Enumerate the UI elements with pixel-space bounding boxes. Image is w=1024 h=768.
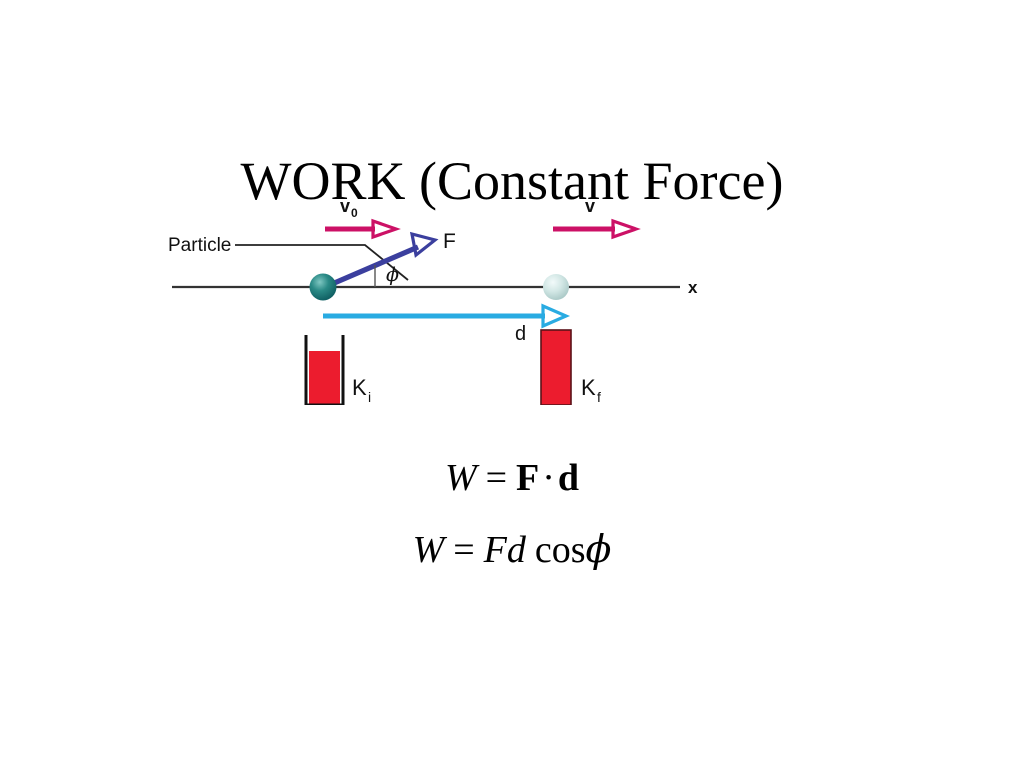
displacement-arrow <box>323 303 571 329</box>
final-velocity-label: v <box>585 196 595 216</box>
angle-label: ϕ <box>386 264 399 286</box>
equation2-W: W <box>412 529 445 571</box>
displacement-label: d <box>515 323 526 345</box>
equation1-W: W <box>444 457 477 499</box>
equation1-displacement-vector: d <box>557 457 580 499</box>
equation1-dot-operator: · <box>542 457 555 499</box>
force-label: F <box>443 230 456 253</box>
initial-velocity-arrow <box>325 218 401 240</box>
particle-leader-line <box>235 244 409 281</box>
page-title: WORK (Constant Force) <box>240 151 784 212</box>
initial-energy-bar <box>304 335 345 405</box>
equation2-phi: ϕ <box>585 527 612 571</box>
equation2-equals: = <box>453 529 475 571</box>
svg-text:i: i <box>368 389 371 405</box>
final-energy-bar <box>540 329 572 405</box>
svg-text:K: K <box>581 375 596 400</box>
particle-label: Particle <box>168 235 231 256</box>
x-axis-label: x <box>688 278 698 297</box>
svg-text:0: 0 <box>351 206 358 220</box>
initial-velocity-label: v 0 <box>340 196 358 220</box>
final-energy-label: K f <box>581 375 601 405</box>
equation2-displacement-magnitude: d <box>506 529 526 571</box>
work-diagram-figure: x Particle v 0 v F ϕ <box>160 190 720 405</box>
force-arrow <box>323 231 439 290</box>
initial-particle-ball <box>309 273 337 301</box>
equation-work-dot-product: W=F·d <box>0 456 1024 500</box>
final-velocity-arrow <box>553 218 641 240</box>
equation1-force-vector: F <box>516 457 540 499</box>
initial-energy-label: K i <box>352 375 371 405</box>
equation2-cos: cos <box>534 529 586 571</box>
svg-text:K: K <box>352 375 367 400</box>
equation1-equals: = <box>485 457 508 499</box>
equation2-force-magnitude: F <box>483 529 507 571</box>
svg-text:v: v <box>340 196 350 216</box>
svg-text:f: f <box>597 389 601 405</box>
final-particle-ball <box>543 274 569 300</box>
